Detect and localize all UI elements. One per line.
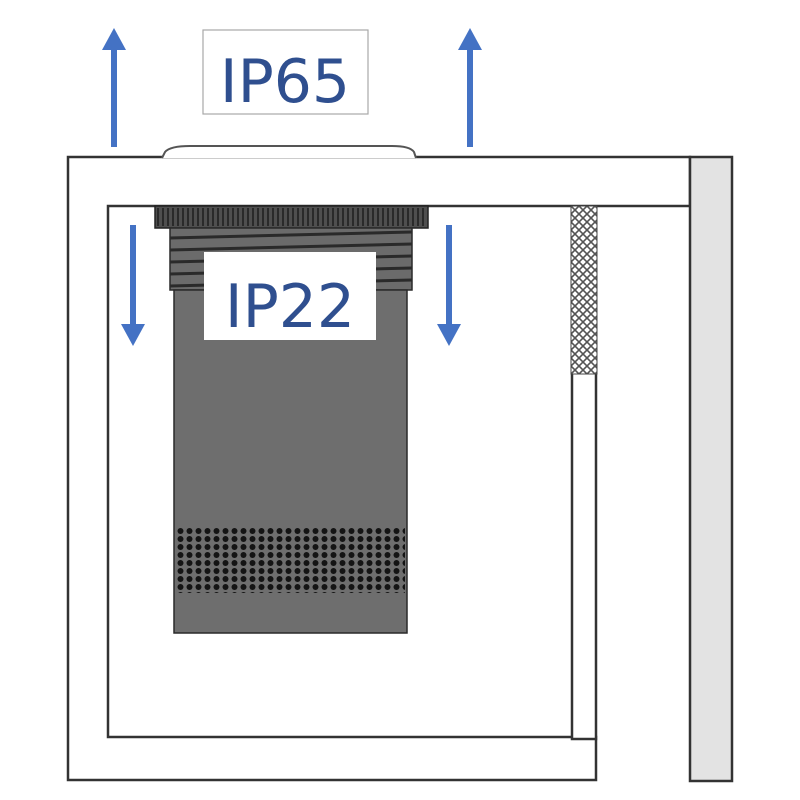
side-panel bbox=[688, 155, 734, 783]
mesh-filter bbox=[570, 205, 598, 375]
housing-ring-knurling bbox=[157, 208, 424, 226]
inner-partition-wall bbox=[570, 371, 598, 741]
inner-right-arrow-down bbox=[437, 225, 461, 346]
housing-cap bbox=[161, 145, 417, 159]
housing-perforations bbox=[176, 527, 405, 593]
inner-left-arrow-down bbox=[121, 225, 145, 346]
outer-rating-label: IP65 bbox=[220, 47, 350, 117]
housing-ring bbox=[154, 205, 429, 229]
outer-right-arrow-up bbox=[458, 28, 482, 147]
inner-rating-box bbox=[204, 252, 376, 340]
inner-rating-label: IP22 bbox=[225, 272, 355, 342]
outer-left-arrow-up bbox=[102, 28, 126, 147]
outer-rating-box bbox=[202, 29, 369, 115]
